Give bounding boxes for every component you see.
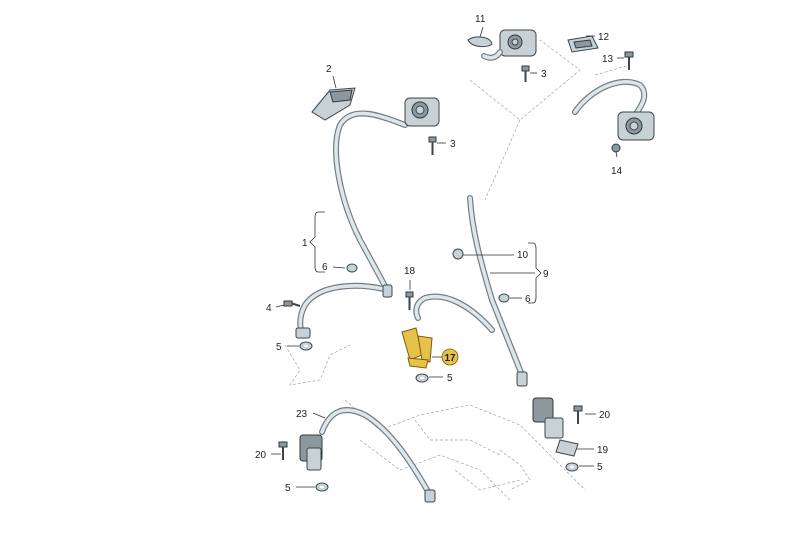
part-6-cap-right — [498, 293, 510, 303]
part-13-bolt — [624, 51, 634, 70]
part-19-bracket — [555, 439, 579, 457]
part-4-bolt — [283, 300, 301, 307]
part-5-washer-bottom-left — [315, 482, 329, 492]
part-11-cover — [467, 36, 493, 48]
callout-20-right: 20 — [599, 410, 611, 421]
rear-buckle-right — [532, 397, 564, 439]
callout-4: 4 — [266, 303, 272, 314]
part-18-bolt — [405, 291, 414, 310]
part-6-cap-left — [346, 263, 358, 273]
callout-2: 2 — [326, 64, 332, 75]
part-9-rear-belt — [413, 195, 528, 387]
retractor-top — [481, 29, 537, 61]
part-23-lap-belt — [299, 407, 436, 503]
callout-3-top: 3 — [541, 69, 547, 80]
part-20-bolt-right — [573, 405, 583, 424]
part-14-nut — [611, 143, 621, 153]
callout-5-bottom-left: 5 — [285, 483, 291, 494]
callout-13: 13 — [602, 54, 614, 65]
callout-17-badge: 17 — [441, 348, 459, 366]
part-3-bolt-left — [428, 136, 437, 155]
callout-3-left: 3 — [450, 139, 456, 150]
callout-5-bottom-right: 5 — [597, 462, 603, 473]
part-1-front-belt-left — [295, 110, 408, 339]
callout-6-left: 6 — [322, 262, 328, 273]
part-5-washer-left — [299, 341, 313, 351]
callout-1: 1 — [302, 238, 308, 249]
callout-5-centre: 5 — [447, 373, 453, 384]
callout-20-left: 20 — [255, 450, 267, 461]
part-17-buckle-highlighted — [401, 327, 433, 369]
callout-19: 19 — [597, 445, 609, 456]
part-12-clip — [567, 35, 599, 53]
retractor-left — [404, 97, 440, 127]
callout-18: 18 — [404, 266, 416, 277]
callout-5-left: 5 — [276, 342, 282, 353]
callout-labels: 2 3 3 11 12 13 14 1 6 4 5 18 10 9 6 17 5… — [255, 14, 623, 494]
part-5-washer-centre — [415, 373, 429, 383]
leader-lines — [271, 26, 624, 488]
rear-upper-belt-right — [572, 78, 655, 141]
callout-9: 9 — [543, 269, 549, 280]
part-3-bolt-top — [521, 65, 530, 82]
part-20-bolt-left — [278, 441, 288, 460]
callout-11: 11 — [475, 14, 486, 25]
callout-23: 23 — [296, 409, 308, 420]
callout-14: 14 — [611, 166, 623, 177]
callout-6-right: 6 — [525, 294, 531, 305]
part-2-trim-cover — [311, 87, 356, 121]
callout-10: 10 — [517, 250, 529, 261]
callout-12: 12 — [598, 32, 610, 43]
part-10-guide — [452, 248, 464, 260]
callout-17: 17 — [444, 353, 456, 364]
part-5-washer-bottom-right — [565, 462, 579, 472]
